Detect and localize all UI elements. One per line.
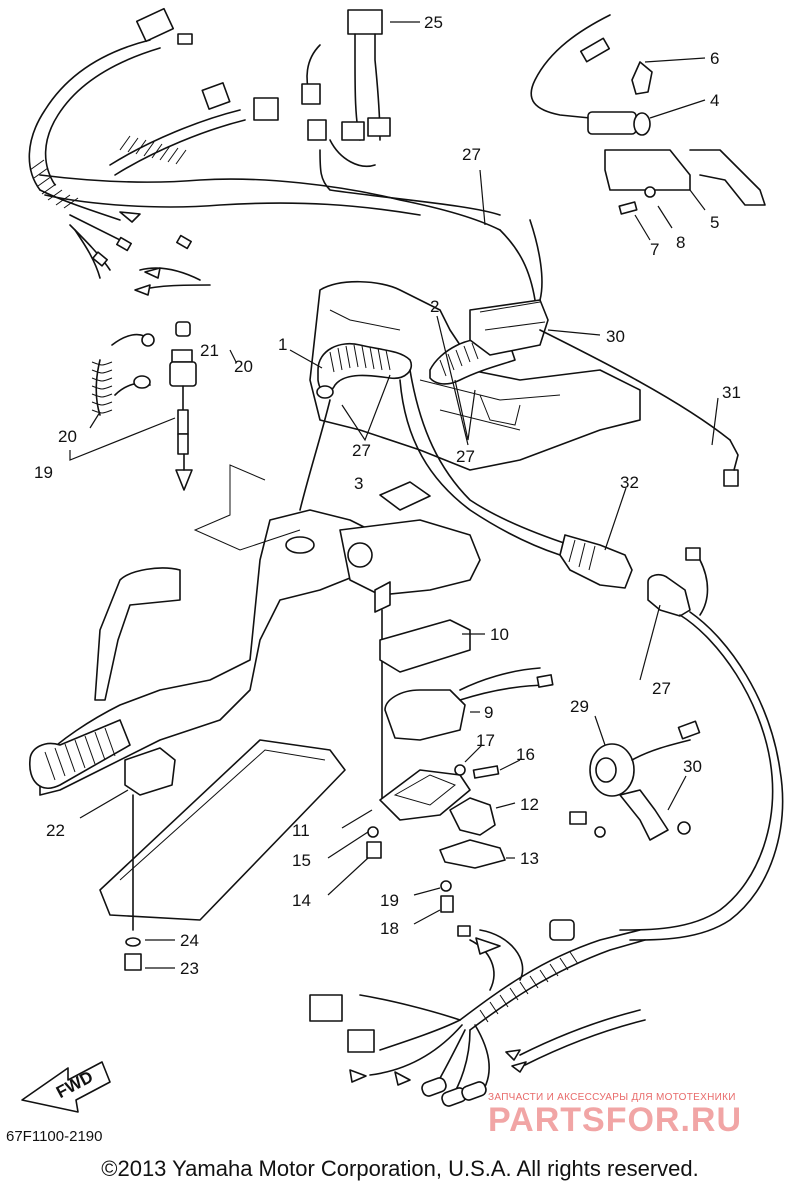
callout-27-top: 27 (462, 145, 481, 164)
callout-27-mid: 27 (352, 441, 371, 460)
callout-6: 6 (710, 49, 719, 68)
top-left-harness (28, 7, 501, 296)
callout-20-top: 20 (234, 357, 253, 376)
pad-3 (379, 481, 431, 511)
watermark-logo: PARTSFOR.RU (488, 1101, 743, 1139)
callout-20-bottom: 19 (34, 463, 53, 482)
callout-25: 24 (180, 931, 199, 950)
callout-8: 8 (676, 233, 685, 252)
connector-group-26 (301, 9, 501, 216)
callout-26-real: 25 (424, 13, 443, 32)
callout-12: 12 (520, 795, 539, 814)
callout-1: 1 (278, 335, 287, 354)
sensor-assembly (530, 14, 766, 215)
callout-16: 16 (516, 745, 535, 764)
harness-coil (29, 135, 187, 209)
switch-components (366, 581, 554, 913)
watermark-tagline: ЗАПЧАСТИ И АКСЕССУАРЫ ДЛЯ МОТОТЕХНИКИ (488, 1092, 736, 1103)
callout-15: 15 (292, 851, 311, 870)
callout-29: 27 (652, 679, 671, 698)
callout-27-right: 27 (456, 447, 475, 466)
callout-18: 18 (380, 919, 399, 938)
tiller-handle (29, 464, 481, 796)
fwd-arrow-icon: FWD (21, 1061, 111, 1113)
callout-24: 23 (180, 959, 199, 978)
callout-10: 10 (490, 625, 509, 644)
callout-28: 31 (722, 383, 741, 402)
grommets (316, 299, 549, 399)
connector-30 (559, 534, 633, 589)
copyright-notice: ©2013 Yamaha Motor Corporation, U.S.A. A… (101, 1156, 699, 1181)
callout-2: 2 (430, 297, 439, 316)
callout-14: 14 (292, 891, 311, 910)
callout-13: 13 (520, 849, 539, 868)
buzzer-32 (569, 720, 701, 841)
main-cables (299, 219, 739, 556)
callout-7: 7 (650, 240, 659, 259)
callout-32: 29 (570, 697, 589, 716)
kill-switch (91, 321, 197, 491)
callout-30: 32 (620, 473, 639, 492)
callout-9: 9 (484, 703, 493, 722)
callout-3: 3 (354, 474, 363, 493)
watermark: ЗАПЧАСТИ И АКСЕССУАРЫ ДЛЯ МОТОТЕХНИКИ PA… (488, 1092, 788, 1137)
callout-17: 17 (476, 731, 495, 750)
callout-4: 4 (710, 91, 719, 110)
callouts: 25 6 4 27 5 8 7 30 2 1 21 20 31 27 27 20… (34, 13, 741, 978)
part-code: 67F1100-2190 (6, 1128, 103, 1145)
callout-19: 19 (380, 891, 399, 910)
callout-11: 11 (292, 821, 310, 840)
callout-31: 30 (606, 327, 625, 346)
lower-harness (309, 919, 646, 1107)
callout-21: 20 (58, 427, 77, 446)
callout-22: 21 (200, 341, 219, 360)
callout-33: 30 (683, 757, 702, 776)
coupler-29 (619, 547, 784, 941)
lower-cowling-bracket (309, 280, 641, 471)
callout-23: 22 (46, 821, 65, 840)
mount-23 (99, 739, 346, 971)
callout-5: 5 (710, 213, 719, 232)
